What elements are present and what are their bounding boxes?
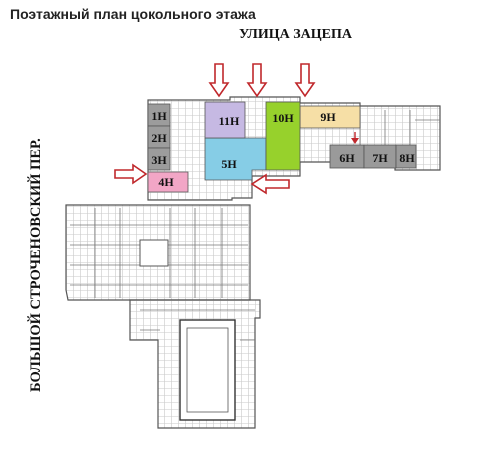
entrance-arrow-5 [250,173,290,195]
room-9H[interactable]: 9Н [299,105,361,129]
stairwell [139,239,169,267]
room-11H[interactable]: 11Н [204,101,246,139]
entrance-arrow-6 [351,132,359,144]
pool-inner [186,327,229,413]
interior-walls [70,110,440,341]
room-6H[interactable]: 6Н [329,144,365,169]
svg-text:11Н: 11Н [219,114,240,128]
room-2H[interactable]: 2Н [147,125,171,149]
entrance-arrow-3 [294,63,316,98]
entrance-arrow-1 [208,63,230,98]
svg-text:6Н: 6Н [339,151,355,165]
street-label: УЛИЦА ЗАЦЕПА [239,27,352,42]
room-10H[interactable]: 10Н [265,101,301,171]
pool-outline [179,319,236,421]
room-8H[interactable]: 8Н [395,144,417,169]
room-4H[interactable]: 4Н [147,171,189,193]
svg-text:5Н: 5Н [221,157,237,171]
room-1H[interactable]: 1Н [147,103,171,127]
svg-text:2Н: 2Н [151,131,167,145]
svg-text:10Н: 10Н [272,111,294,125]
page-title: Поэтажный план цокольного этажа [10,6,256,22]
svg-text:1Н: 1Н [151,109,167,123]
svg-text:4Н: 4Н [158,175,174,189]
svg-text:8Н: 8Н [399,151,415,165]
svg-text:9Н: 9Н [320,110,336,124]
room-7H[interactable]: 7Н [363,144,397,169]
svg-text:3Н: 3Н [151,153,167,167]
entrance-arrow-4 [114,163,148,185]
entrance-arrow-2 [246,63,268,98]
room-3H[interactable]: 3Н [147,147,171,171]
svg-text:7Н: 7Н [372,151,388,165]
